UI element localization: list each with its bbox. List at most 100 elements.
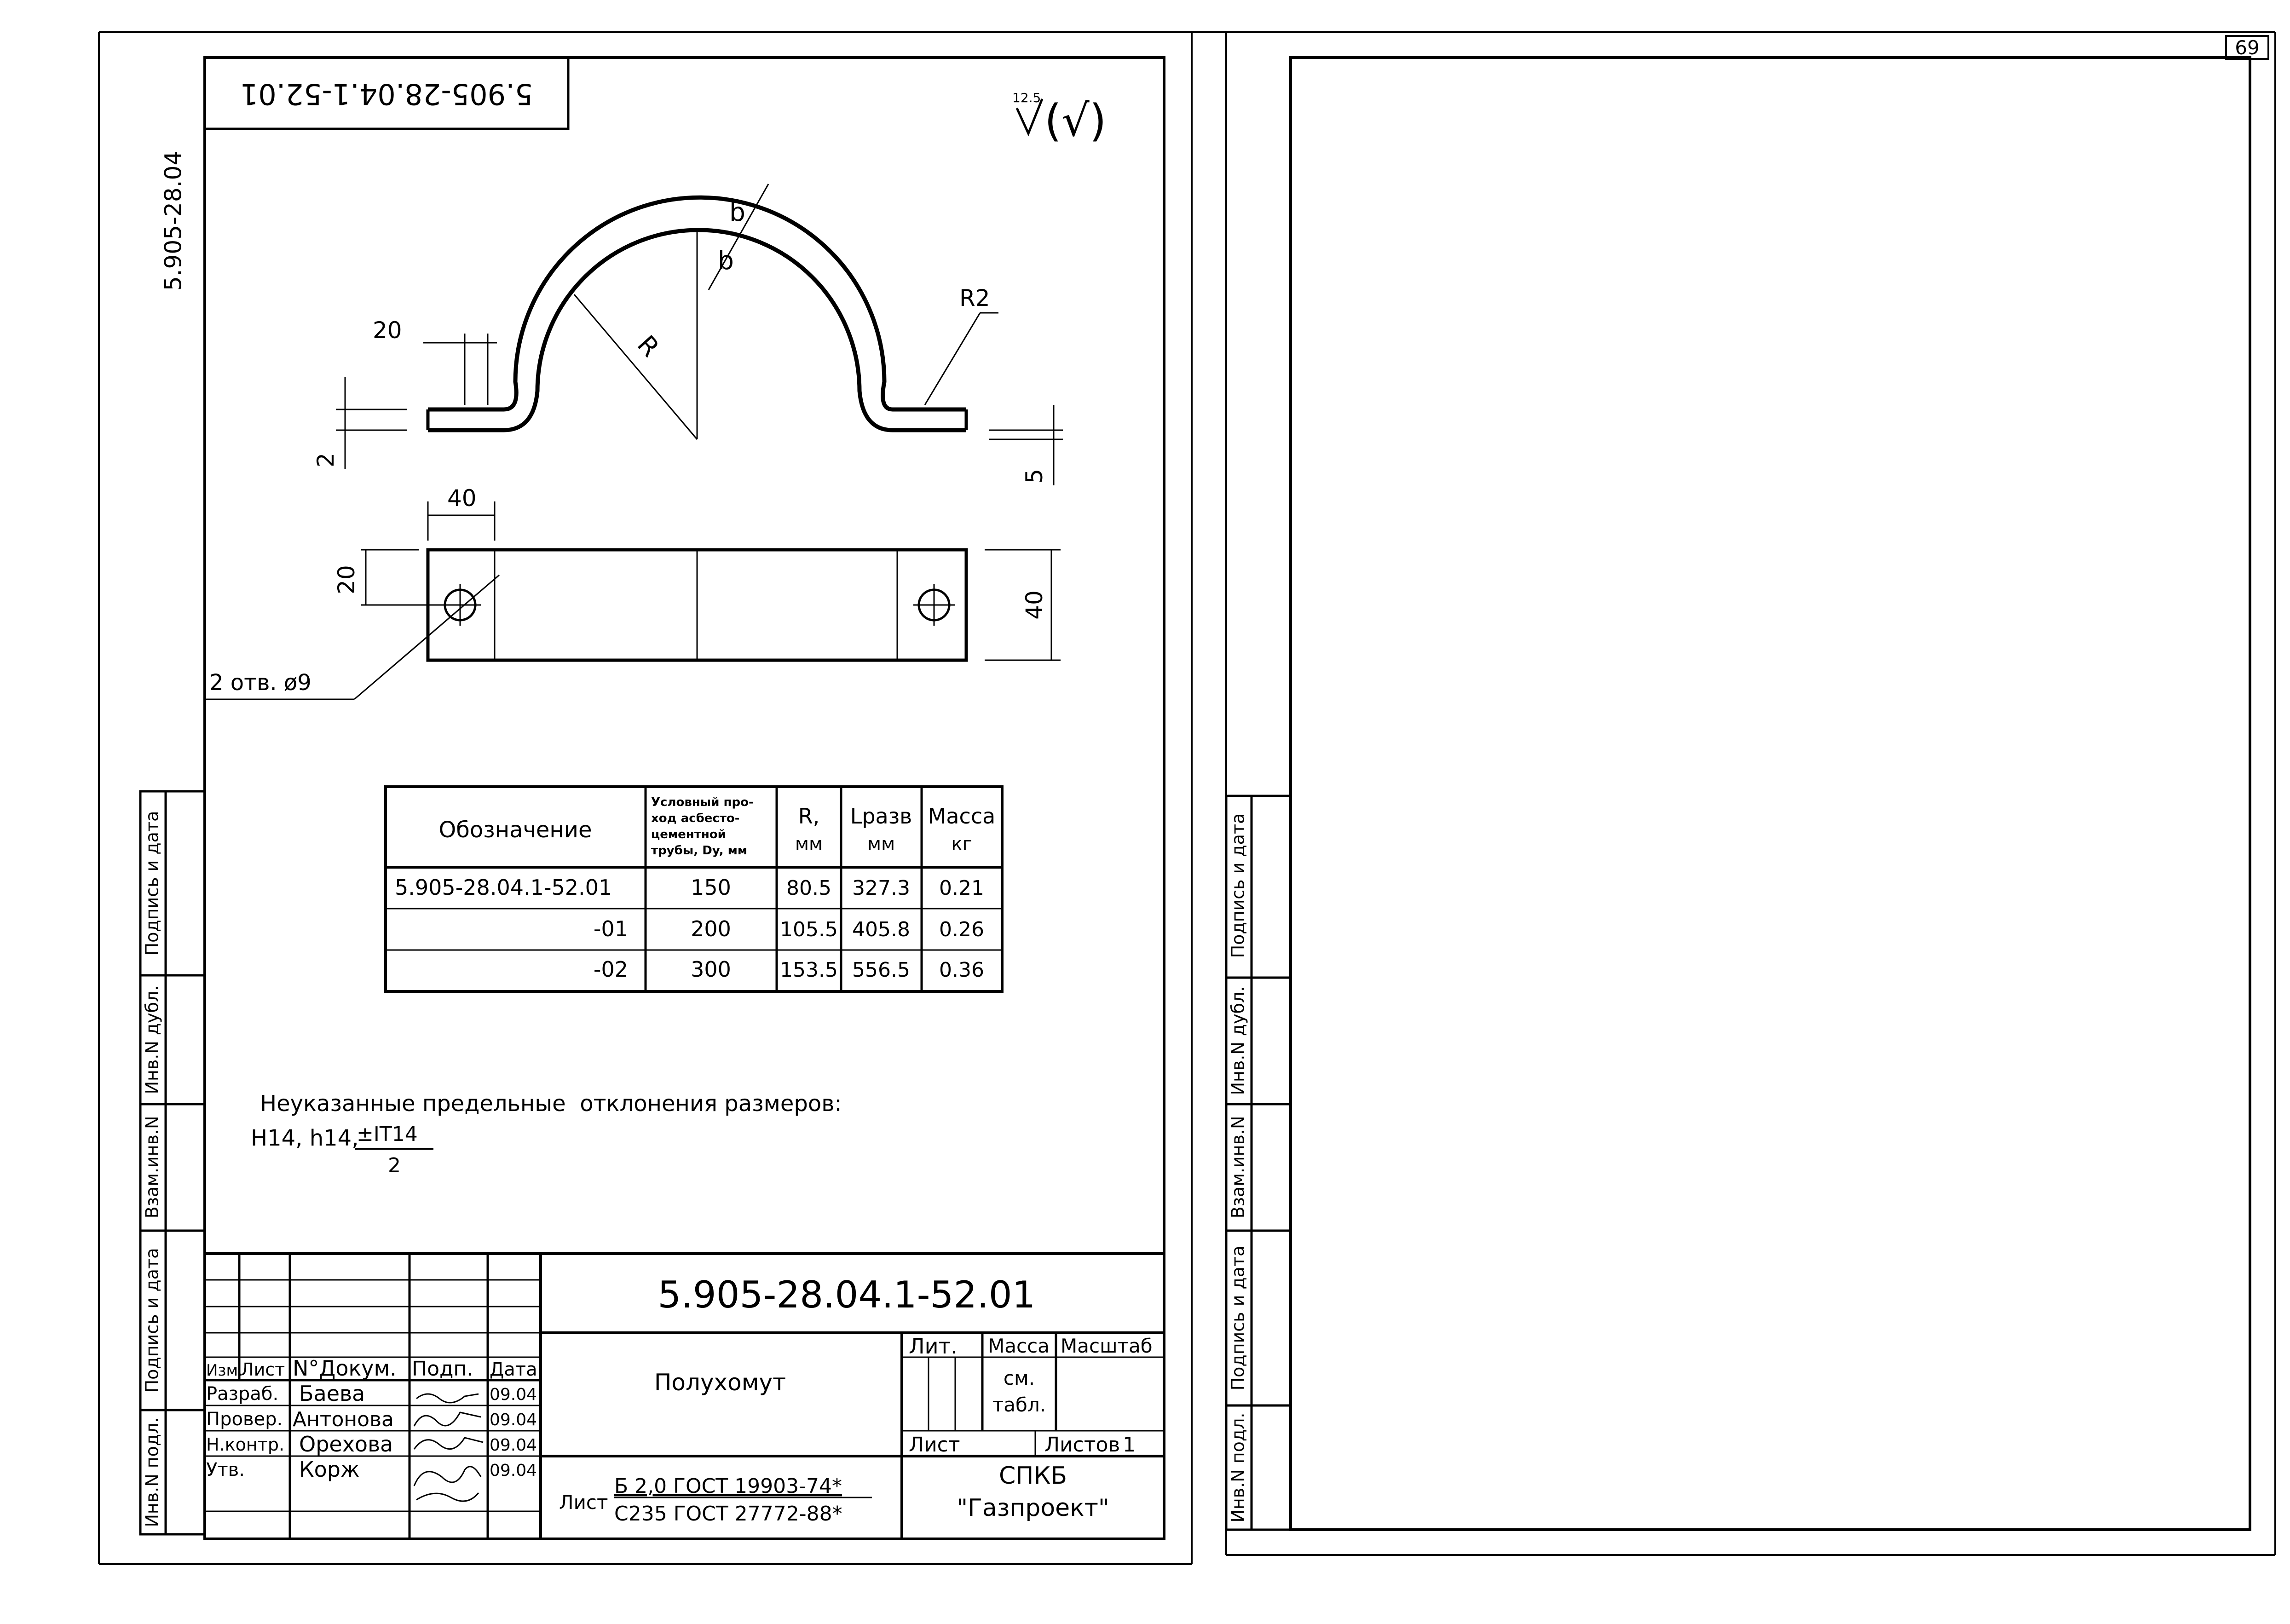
th-dn-4: трубы, Dy, мм <box>651 844 747 858</box>
r2-m: 0.36 <box>939 958 984 982</box>
r1-dn: 200 <box>691 916 731 941</box>
holes-label: 2 отв. ø9 <box>209 670 311 696</box>
r0-l: 327.3 <box>852 876 910 900</box>
r2-r: 153.5 <box>780 958 838 982</box>
dim-2: 2 <box>312 453 339 467</box>
side-inv-podl: Инв.N подл. <box>142 1417 162 1527</box>
r0-r: 80.5 <box>786 876 831 900</box>
tb-material-prefix: Лист <box>559 1491 608 1514</box>
note-line2: H14, h14, <box>251 1125 358 1151</box>
tb-date-0: 09.04 <box>490 1385 537 1404</box>
dim-5: 5 <box>1021 469 1048 484</box>
side-podpis-1: Подпись и дата <box>142 811 162 956</box>
th-m-top: Масса <box>928 804 996 829</box>
th-r-top: R, <box>798 804 820 829</box>
tb-h-ndoc: N°Докум. <box>293 1356 397 1381</box>
tb-listov: 1 <box>1123 1433 1136 1457</box>
tb-name-0: Баева <box>299 1381 365 1406</box>
tb-role-1: Провер. <box>206 1409 283 1430</box>
tolerance-note: Неуказанные предельные отклонения размер… <box>251 1091 842 1177</box>
r1-m: 0.26 <box>939 918 984 941</box>
tb-role-3: Утв. <box>206 1459 245 1480</box>
r0-designation: 5.905-28.04.1-52.01 <box>395 875 612 900</box>
th-m-bottom: кг <box>951 834 972 855</box>
rside-inv-dubl: Инв.N дубл. <box>1228 986 1248 1095</box>
rside-podpis-1: Подпись и дата <box>1228 813 1248 958</box>
series-code: 5.905-28.04 <box>160 151 187 291</box>
tb-mass-1: см. <box>1004 1367 1035 1389</box>
th-designation: Обозначение <box>438 817 592 843</box>
tb-role-2: Н.контр. <box>206 1434 284 1455</box>
r0-dn: 150 <box>691 875 731 900</box>
tb-h-list: Лист <box>241 1359 285 1380</box>
dim-40-top: 40 <box>447 485 477 512</box>
roughness-symbol: 12.5 (√) <box>1012 90 1107 146</box>
tb-listov-label: Листов <box>1044 1433 1120 1457</box>
note-frac-num: ±IT14 <box>357 1123 418 1146</box>
tb-lit: Лит. <box>909 1334 958 1359</box>
th-dn-1: Условный про- <box>651 795 754 809</box>
th-l-bottom: мм <box>867 834 895 855</box>
dim-b-inner: b <box>718 246 734 275</box>
parameter-table: Обозначение Условный про- ход асбесто- ц… <box>384 785 1004 993</box>
tb-h-podp: Подп. <box>412 1357 473 1381</box>
bracket-front-view: 20 2 R R2 5 b b <box>312 184 1063 485</box>
rside-inv-podl: Инв.N подл. <box>1228 1413 1248 1523</box>
bracket-top-view: 40 20 40 2 отв. ø9 <box>205 485 1061 700</box>
tb-name-1: Антонова <box>293 1408 394 1431</box>
dim-R: R <box>632 330 665 363</box>
tb-doc-code: 5.905-28.04.1-52.01 <box>658 1273 1035 1316</box>
tb-massa: Масса <box>988 1335 1050 1357</box>
right-side-strip: Подпись и дата Инв.N дубл. Взам.инв.N По… <box>1225 795 1292 1531</box>
r2-l: 556.5 <box>852 958 910 982</box>
left-sheet: 5.905-28.04.1-52.01 5.905-28.04 12.5 (√) <box>98 31 2275 1565</box>
page-number: 69 <box>2235 36 2259 59</box>
page-number-box <box>2225 35 2269 60</box>
r2-designation: -02 <box>594 957 628 982</box>
rside-podpis-2: Подпись и дата <box>1228 1246 1248 1391</box>
r1-designation: -01 <box>594 916 628 941</box>
roughness-value: 12.5 <box>1012 90 1041 105</box>
rotated-code-box <box>203 56 570 130</box>
side-inv-dubl: Инв.N дубл. <box>142 985 162 1094</box>
tb-name-2: Орехова <box>299 1432 393 1457</box>
r1-r: 105.5 <box>780 918 838 941</box>
rside-vzam: Взам.инв.N <box>1228 1116 1248 1219</box>
dim-R2: R2 <box>959 285 990 311</box>
tb-date-2: 09.04 <box>490 1436 537 1455</box>
right-frame <box>1289 56 2251 1531</box>
tb-name-3: Корж <box>299 1457 359 1482</box>
dim-20-top: 20 <box>373 317 402 344</box>
note-line1: Неуказанные предельные отклонения размер… <box>260 1091 842 1117</box>
r2-dn: 300 <box>691 957 731 982</box>
dim-b-outer: b <box>729 197 745 227</box>
tb-role-0: Разраб. <box>206 1383 278 1405</box>
side-podpis-2: Подпись и дата <box>142 1248 162 1393</box>
th-l-top: Lразв <box>850 804 912 829</box>
th-r-bottom: мм <box>795 834 823 855</box>
left-side-strip: Подпись и дата Инв.N дубл. Взам.инв.N По… <box>139 790 206 1536</box>
tb-org-2: "Газпроект" <box>957 1494 1109 1522</box>
tb-list-label: Лист <box>909 1433 960 1457</box>
tb-date-1: 09.04 <box>490 1411 537 1429</box>
r0-m: 0.21 <box>939 876 984 900</box>
tb-masshtab: Масштаб <box>1061 1335 1153 1357</box>
tb-org-1: СПКБ <box>999 1462 1067 1490</box>
signatures <box>413 1393 484 1502</box>
r1-l: 405.8 <box>852 918 910 941</box>
th-dn-2: ход асбесто- <box>651 812 740 825</box>
right-sheet: 69 Подпись и дата Инв.N дубл. Взам.инв.N… <box>1225 32 2276 1556</box>
tb-mass-2: табл. <box>992 1394 1046 1416</box>
tb-material-1: Б 2,0 ГОСТ 19903-74* <box>614 1474 842 1498</box>
tb-material-2: С235 ГОСТ 27772-88* <box>614 1502 842 1526</box>
tb-h-data: Дата <box>490 1359 537 1380</box>
tb-name: Полухомут <box>654 1369 786 1396</box>
th-dn-3: цементной <box>651 828 726 841</box>
tb-date-3: 09.04 <box>490 1461 537 1480</box>
rotated-code: 5.905-28.04.1-52.01 <box>240 77 533 111</box>
note-frac-den: 2 <box>388 1154 401 1177</box>
tb-h-izm: Изм. <box>206 1361 243 1380</box>
dim-20-side: 20 <box>333 565 360 594</box>
title-block: 5.905-28.04.1-52.01 Полухомут Изм. Лист … <box>205 1252 1164 1539</box>
